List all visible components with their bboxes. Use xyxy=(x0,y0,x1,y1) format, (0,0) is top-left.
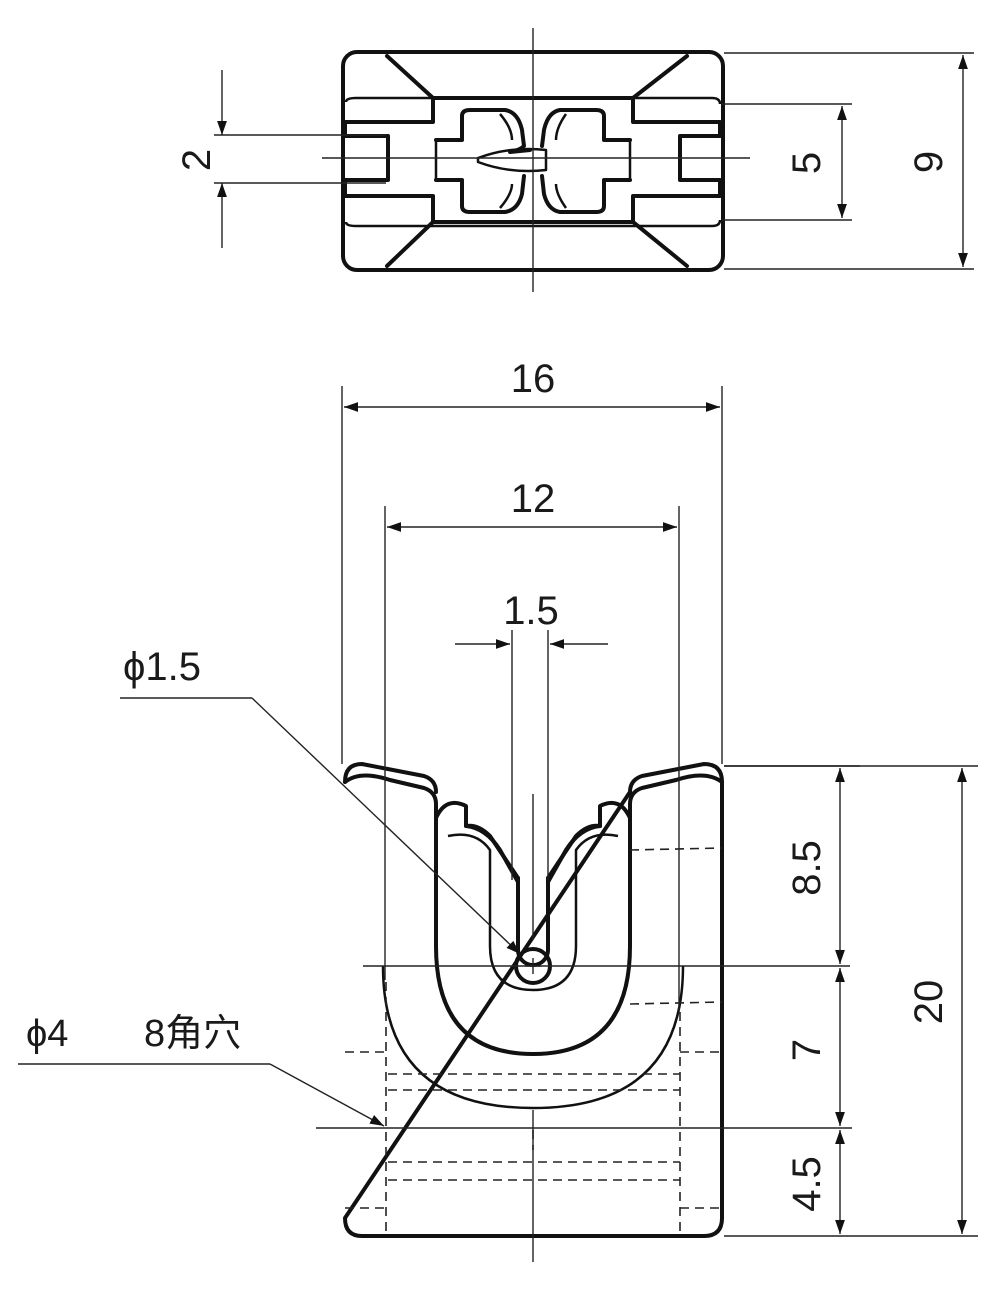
front-view-left-lip xyxy=(343,773,724,1056)
front-callout-square-hole: ϕ4 8角穴 xyxy=(18,1013,385,1127)
front-view-large-arc xyxy=(381,965,685,1110)
front-view-slit xyxy=(516,876,550,952)
top-dim-slot-label: 2 xyxy=(175,149,219,171)
top-view-right-jaw xyxy=(540,108,632,214)
top-view-right-jaw-edges xyxy=(554,113,632,209)
front-callout-pin-hole: ϕ1.5 xyxy=(120,645,521,955)
top-view: 2 5 9 xyxy=(175,28,974,292)
front-callout-square-hole-type: 8角穴 xyxy=(144,1013,241,1055)
front-dim-middle-height-label: 7 xyxy=(785,1039,829,1061)
top-dim-total-height-label: 9 xyxy=(907,151,951,173)
front-dim-total-width: 16 xyxy=(341,357,723,764)
front-dim-slit-width: 1.5 xyxy=(455,589,608,880)
front-view-inner-u xyxy=(464,824,602,884)
top-view-center-slit xyxy=(476,147,548,173)
front-view-hidden-lines xyxy=(345,847,723,1236)
top-dim-inner-height: 5 xyxy=(722,103,852,221)
front-view-groove-inner-curve xyxy=(447,833,619,992)
front-dim-total-width-label: 16 xyxy=(511,357,556,401)
front-dim-upper-height-label: 8.5 xyxy=(785,840,829,896)
top-dim-inner-height-label: 5 xyxy=(785,152,829,174)
front-view: 16 12 1.5 ϕ1.5 ϕ4 8角穴 xyxy=(18,357,978,1262)
top-view-left-jaw xyxy=(434,108,532,214)
front-view-outline xyxy=(343,762,724,1238)
front-callout-pin-hole-label: ϕ1.5 xyxy=(123,645,201,689)
top-view-h-cavity xyxy=(343,96,722,224)
front-dim-inner-width-label: 12 xyxy=(511,477,556,521)
front-dim-lower-height-label: 4.5 xyxy=(785,1156,829,1212)
top-dim-total-height: 9 xyxy=(724,52,974,270)
front-callout-square-hole-size: ϕ4 xyxy=(26,1013,68,1055)
front-dim-slit-width-label: 1.5 xyxy=(503,589,559,633)
front-dim-vertical-chain: 8.5 7 4.5 20 xyxy=(724,765,978,1237)
front-dim-inner-width: 12 xyxy=(384,477,680,1010)
top-view-left-jaw-edges xyxy=(434,113,514,209)
front-dim-total-height-label: 20 xyxy=(907,980,951,1025)
top-view-chamfers xyxy=(385,54,689,268)
top-dim-slot: 2 xyxy=(175,70,386,248)
